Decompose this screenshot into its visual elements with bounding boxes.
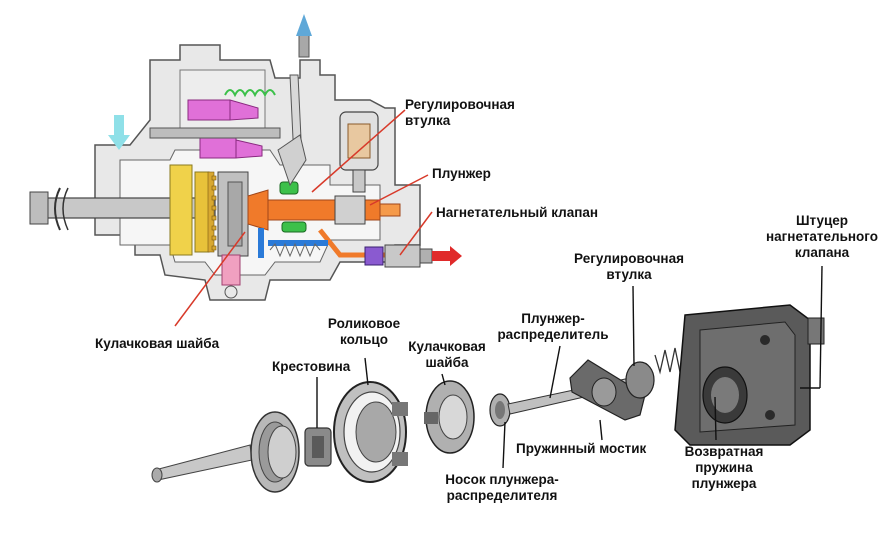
label-delivery-valve: Нагнетательный клапан [436,205,599,220]
exploded-view [151,304,825,493]
leader-cam-disc-top [174,231,246,327]
label-spring-bridge: Пружинный мостик [516,441,647,456]
label-reg-sleeve-bottom: Регулировочная втулка [574,251,684,282]
leader-lines-top [174,109,433,327]
leader-delivery-valve [399,211,433,256]
leader-plunger-nose [502,421,506,469]
leader-reg-sleeve-bottom [632,285,635,367]
leader-return-spring [714,396,717,441]
label-crosspiece: Крестовина [272,359,351,374]
leader-roller-ring [364,357,369,386]
label-plunger-nose: Носок плунжера- распределителя [445,472,559,503]
leader-valve-fitting [819,265,823,389]
label-return-spring: Возвратная пружина плунжера [684,444,764,491]
label-cam-disc-bottom: Кулачковая шайба [408,339,486,370]
leader-spring-bridge [599,419,603,441]
leader-cam-disc-bottom [441,373,446,386]
label-cam-disc-top: Кулачковая шайба [95,336,220,351]
leader-reg-sleeve-top [311,109,406,193]
label-reg-sleeve-top: Регулировочная втулка [405,97,515,128]
leader-lines-bottom [316,265,823,469]
label-roller-ring: Роликовое кольцо [327,316,401,347]
label-plunger: Плунжер [432,166,491,181]
label-valve-fitting: Штуцер нагнетательного клапана [766,213,878,260]
label-plunger-distributor: Плунжер- распределитель [497,311,609,342]
leader-plunger [369,174,429,206]
pump-cross-section [29,14,462,301]
leader-plunger-distributor [549,345,561,399]
